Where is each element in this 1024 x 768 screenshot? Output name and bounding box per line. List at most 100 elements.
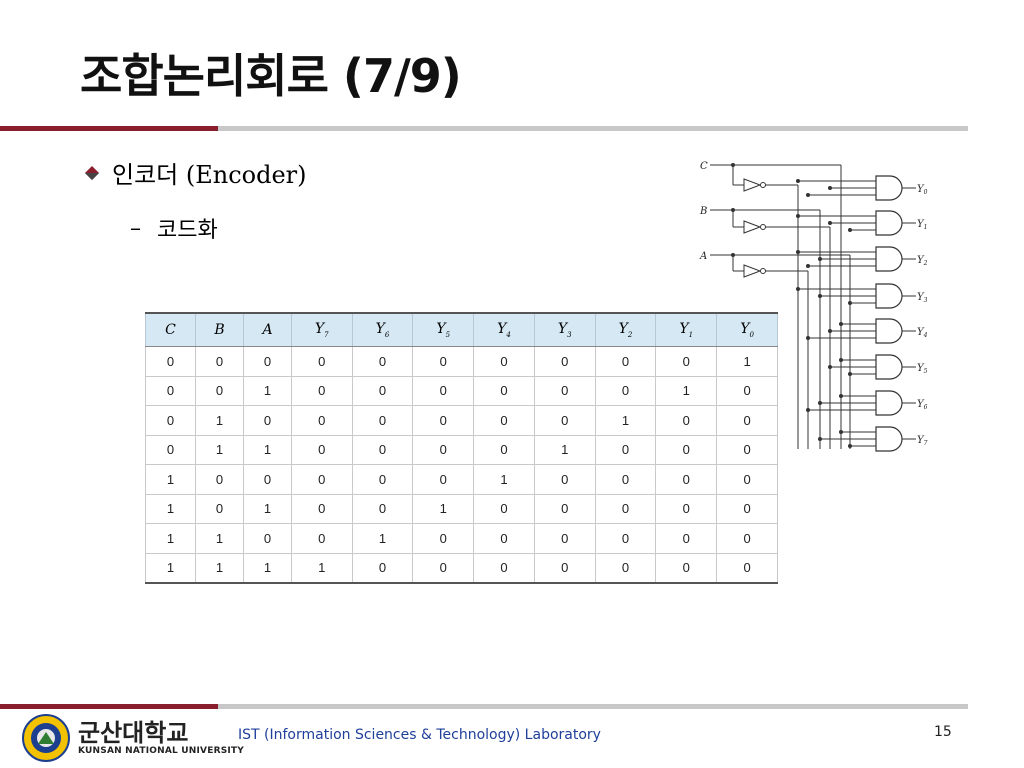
header-subscript: 6 (384, 330, 390, 339)
table-cell: 0 (473, 552, 535, 584)
output-label-base: Y (917, 327, 925, 338)
table-cell: 0 (145, 434, 196, 465)
table-cell: 0 (290, 523, 353, 554)
table-cell: 0 (594, 434, 657, 465)
output-label-subscript: 1 (924, 224, 928, 231)
header-label: Y (375, 321, 385, 338)
title-underline (218, 126, 968, 131)
sub-bullet-dash: – (130, 215, 141, 241)
circuit-junction (839, 322, 843, 326)
output-label-base: Y (917, 363, 925, 374)
bullet-text: 인코더 (Encoder) (112, 161, 307, 189)
table-cell: 1 (194, 552, 245, 584)
circuit-junction (796, 287, 800, 291)
table-cell: 0 (194, 493, 245, 524)
circuit-junction (839, 358, 843, 362)
circuit-junction (806, 193, 810, 197)
and-gate (875, 354, 903, 380)
output-label-base: Y (917, 219, 925, 230)
table-cell: 0 (412, 346, 475, 377)
truth-table-header-cell: B (194, 312, 245, 347)
table-cell: 0 (290, 375, 353, 406)
table-cell: 1 (533, 434, 596, 465)
table-cell: 0 (412, 523, 475, 554)
table-cell: 1 (194, 434, 245, 465)
table-cell: 0 (351, 346, 414, 377)
page-number: 15 (934, 724, 952, 740)
table-cell: 1 (145, 493, 196, 524)
table-cell: 0 (145, 375, 196, 406)
and-gate (875, 426, 903, 452)
header-label: Y (314, 321, 325, 338)
circuit-junction (828, 186, 832, 190)
output-label-subscript: 7 (924, 440, 928, 447)
table-cell: 0 (145, 346, 196, 377)
table-cell: 0 (655, 523, 718, 554)
and-gate (875, 283, 903, 309)
table-cell: 0 (594, 464, 657, 495)
inverter-bubble (760, 182, 766, 188)
circuit-junction (848, 444, 852, 448)
and-gate (875, 390, 903, 416)
table-cell: 0 (473, 375, 535, 406)
table-cell: 1 (145, 552, 196, 584)
circuit-junction (848, 301, 852, 305)
circuit-output-label: Y3 (917, 292, 928, 304)
inverter-bubble (760, 268, 766, 274)
table-cell: 0 (412, 375, 475, 406)
circuit-input-label: A (699, 251, 707, 262)
header-label: Y (679, 321, 689, 338)
output-label-base: Y (917, 399, 925, 410)
table-cell: 0 (290, 464, 353, 495)
circuit-junction (828, 221, 832, 225)
table-cell: 0 (243, 523, 292, 554)
header-label: B (214, 322, 225, 338)
table-cell: 0 (533, 552, 596, 584)
table-cell: 0 (145, 405, 196, 436)
output-label-base: Y (917, 255, 925, 266)
header-label: Y (497, 321, 507, 338)
inverter-bubble (760, 224, 766, 230)
header-label: Y (436, 321, 446, 338)
header-subscript: 2 (627, 330, 633, 339)
table-cell: 0 (243, 346, 292, 377)
circuit-junction (818, 401, 822, 405)
table-cell: 0 (716, 405, 778, 436)
table-cell: 0 (716, 434, 778, 465)
circuit-junction (806, 336, 810, 340)
header-label: Y (618, 321, 628, 338)
university-logo: 군산대학교 KUNSAN NATIONAL UNIVERSITY (22, 714, 244, 762)
circuit-output-label: Y2 (917, 255, 928, 267)
table-cell: 0 (594, 346, 657, 377)
circuit-junction (818, 257, 822, 261)
and-gate (875, 210, 903, 236)
table-cell: 0 (290, 346, 353, 377)
output-label-subscript: 5 (924, 368, 928, 375)
output-label-base: Y (917, 435, 925, 446)
table-cell: 1 (145, 464, 196, 495)
logo-korean-name: 군산대학교 (78, 719, 189, 747)
circuit-input-label: C (700, 161, 708, 172)
header-label: Y (557, 321, 568, 338)
table-cell: 0 (412, 464, 475, 495)
circuit-junction (796, 250, 800, 254)
inverter-gate (743, 264, 762, 278)
table-cell: 0 (594, 523, 657, 554)
header-label: C (165, 322, 176, 338)
truth-table-header-cell: Y5 (412, 312, 475, 347)
truth-table-header-cell: A (243, 312, 292, 347)
table-cell: 1 (243, 434, 292, 465)
table-cell: 0 (351, 434, 414, 465)
table-cell: 0 (716, 464, 778, 495)
table-cell: 0 (473, 434, 535, 465)
circuit-junction (818, 294, 822, 298)
output-label-subscript: 3 (924, 297, 928, 304)
output-label-subscript: 0 (924, 189, 928, 196)
table-cell: 0 (194, 375, 245, 406)
